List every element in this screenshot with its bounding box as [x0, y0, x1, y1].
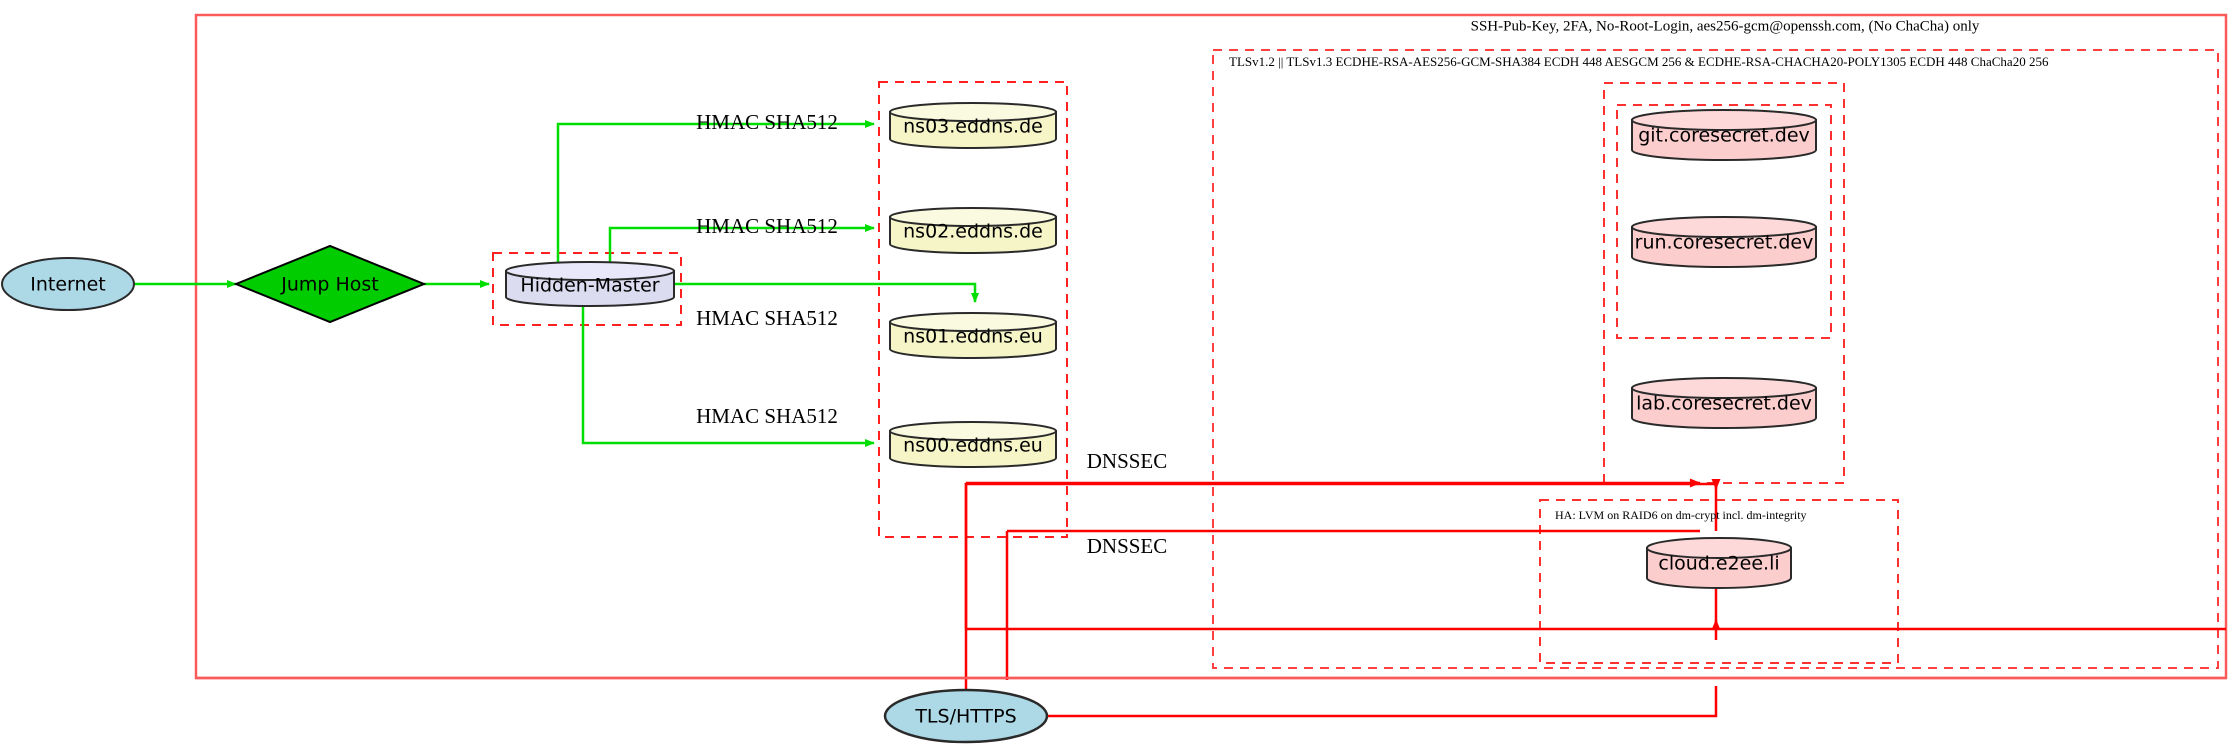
boundary-coresecret-outer-zone [1603, 82, 1845, 484]
node-jump-host-label: Jump Host [280, 274, 379, 296]
node-ns00-label: ns00.eddns.eu [903, 435, 1043, 457]
node-ns01-label: ns01.eddns.eu [903, 326, 1043, 348]
boundary-coresecret-inner-zone [1616, 104, 1832, 339]
node-ns02-label: ns02.eddns.de [903, 221, 1043, 243]
boundary-outer-ssh [194, 13, 2228, 680]
boundary-hidden-master-zone [492, 252, 682, 326]
node-tls-https[interactable]: TLS/HTTPS [883, 688, 1049, 744]
boundary-ha-zone [1539, 499, 1899, 664]
edge-hiddenmaster-to-ns01 [672, 282, 979, 303]
node-cloud-e2ee[interactable]: cloud.e2ee.li [1646, 537, 1792, 589]
edge-hiddenmaster-to-ns03 [556, 120, 875, 270]
node-ns01[interactable]: ns01.eddns.eu [889, 312, 1057, 359]
node-lab-coresecret-label: lab.coresecret.dev [1636, 393, 1812, 415]
boundary-tls-zone-label: TLSv1.2 || TLSv1.3 ECDHE-RSA-AES256-GCM-… [1229, 54, 2049, 69]
edge-tlshttps-right [1047, 686, 1718, 718]
node-ns00[interactable]: ns00.eddns.eu [889, 421, 1057, 468]
edge-label-hmac-ns00: HMAC SHA512 [696, 404, 838, 428]
node-run-coresecret[interactable]: run.coresecret.dev [1631, 216, 1817, 268]
edge-label-dnssec-upper: DNSSEC [1087, 449, 1168, 473]
edge-label-hmac-ns01: HMAC SHA512 [696, 306, 838, 330]
edge-label-dnssec-lower: DNSSEC [1087, 534, 1168, 558]
node-ns03[interactable]: ns03.eddns.de [889, 102, 1057, 149]
edge-label-hmac-ns03: HMAC SHA512 [696, 110, 838, 134]
edge-hiddenmaster-to-ns02 [608, 224, 875, 268]
node-run-coresecret-label: run.coresecret.dev [1635, 232, 1814, 254]
node-hidden-master[interactable]: Hidden-Master [505, 261, 675, 307]
edge-tls-to-coresecret [964, 479, 1721, 699]
node-internet[interactable]: Internet [1, 257, 135, 311]
node-lab-coresecret[interactable]: lab.coresecret.dev [1631, 377, 1817, 429]
boundary-tls-zone [1212, 49, 2219, 669]
boundary-ns-zone [878, 81, 1068, 538]
node-jump-host[interactable]: Jump Host [233, 244, 427, 324]
node-ns03-label: ns03.eddns.de [903, 116, 1043, 138]
edge-label-hmac-ns02: HMAC SHA512 [696, 214, 838, 238]
edge-hiddenmaster-to-ns00 [581, 300, 875, 447]
node-hidden-master-label: Hidden-Master [520, 275, 659, 297]
node-internet-label: Internet [30, 274, 105, 296]
node-git-coresecret-label: git.coresecret.dev [1638, 125, 1810, 147]
boundary-outer-ssh-label: SSH-Pub-Key, 2FA, No-Root-Login, aes256-… [1471, 18, 1980, 34]
boundary-ha-zone-label: HA: LVM on RAID6 on dm-crypt incl. dm-in… [1555, 508, 1807, 522]
node-tls-https-label: TLS/HTTPS [914, 706, 1016, 728]
node-cloud-e2ee-label: cloud.e2ee.li [1658, 553, 1779, 575]
node-ns02[interactable]: ns02.eddns.de [889, 207, 1057, 254]
node-git-coresecret[interactable]: git.coresecret.dev [1631, 109, 1817, 161]
